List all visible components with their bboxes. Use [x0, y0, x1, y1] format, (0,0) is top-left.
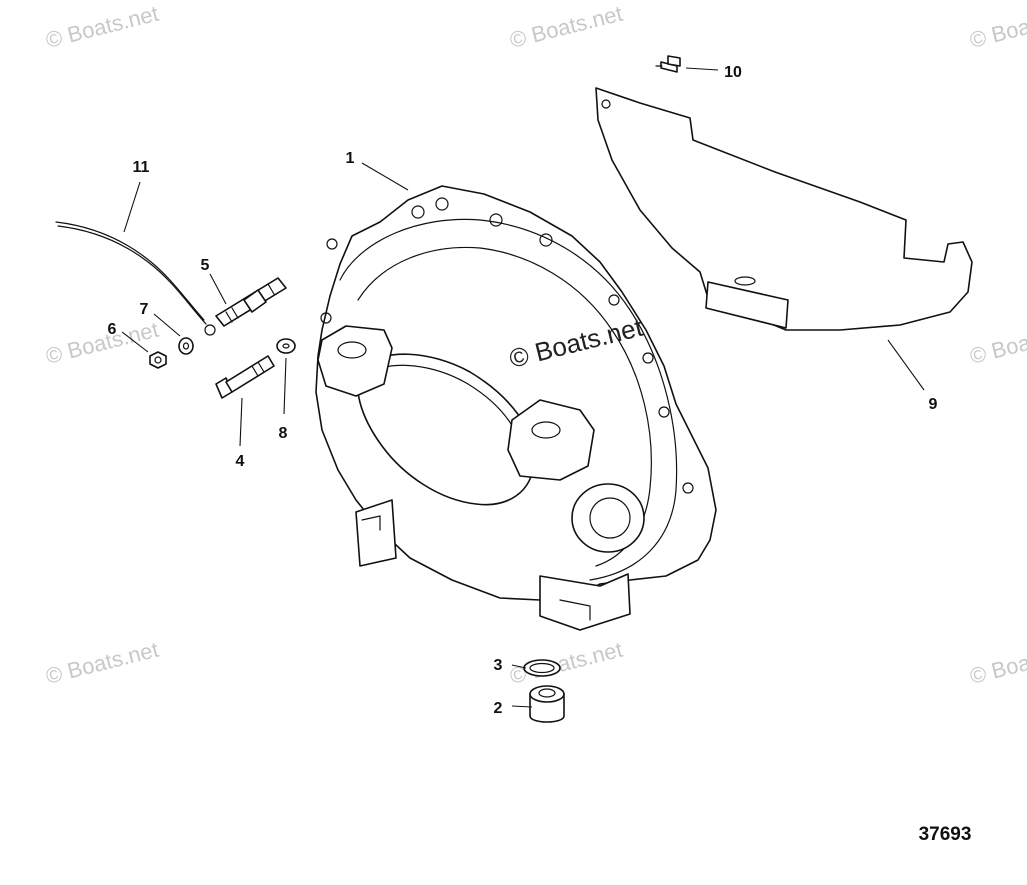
nut-part-6 [149, 351, 167, 369]
cover-plate-part-9 [595, 87, 973, 331]
callout-11: 11 [133, 159, 150, 176]
wire-part-11 [55, 221, 216, 336]
watermark-bottom-right: © Boats.net [967, 637, 1027, 689]
watermark-top-center: © Boats.net [507, 1, 625, 53]
watermark-bottom-left: © Boats.net [43, 637, 161, 689]
callout-9: 9 [929, 396, 938, 413]
callouts: 1 2 3 4 5 6 7 8 9 10 11 [108, 64, 938, 717]
watermark-top-left: © Boats.net [43, 1, 161, 53]
callout-1: 1 [346, 150, 355, 167]
watermark-top-right: © Boats.net [967, 1, 1027, 53]
callout-5: 5 [201, 257, 210, 274]
callout-8: 8 [279, 425, 288, 442]
callout-6: 6 [108, 321, 117, 338]
bolt-part-4 [215, 355, 275, 399]
watermark-mid-left: © Boats.net [43, 317, 161, 369]
callout-3: 3 [494, 657, 503, 674]
lock-washer-part-7 [178, 337, 194, 355]
flywheel-housing-part-1 [315, 185, 717, 631]
watermark-bottom-center: © Boats.net [507, 637, 625, 689]
plug-part-2 [529, 685, 565, 723]
figure-number: 37693 [919, 824, 972, 845]
callout-7: 7 [140, 301, 149, 318]
washer-part-8 [276, 338, 296, 354]
callout-2: 2 [494, 700, 503, 717]
callout-10: 10 [724, 64, 742, 81]
watermark-mid-right: © Boats.net [967, 317, 1027, 369]
stud-part-5 [215, 277, 287, 327]
callout-4: 4 [236, 453, 245, 470]
screw-part-10 [655, 55, 681, 73]
leader-lines [121, 67, 925, 708]
o-ring-part-3 [523, 659, 561, 677]
